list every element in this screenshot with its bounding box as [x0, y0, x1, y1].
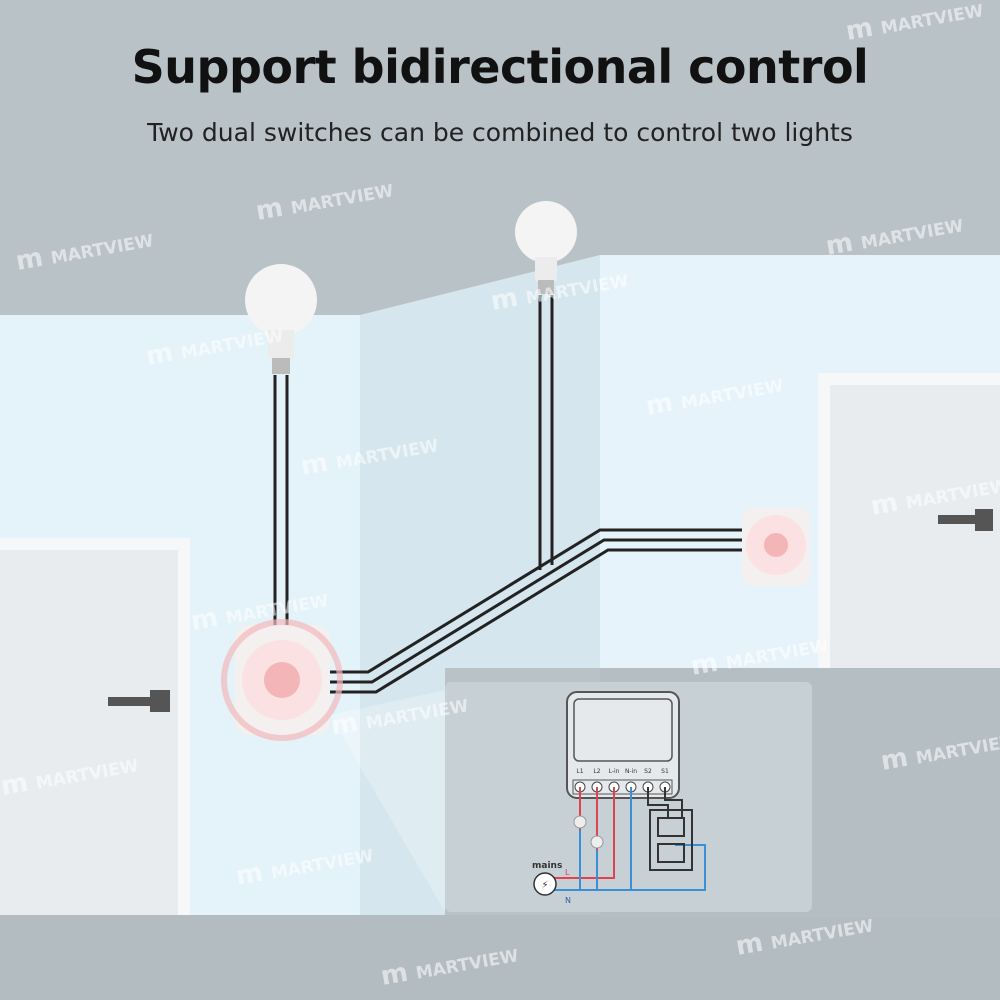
terminal-label: S1: [661, 768, 669, 775]
wiring-diagram: L1 L2 L-in N-in S2 S1 ⚡ mains L N: [445, 682, 812, 912]
terminal-label: L1: [576, 768, 583, 775]
bulb-right-icon: [515, 201, 577, 294]
page-subtitle: Two dual switches can be combined to con…: [147, 118, 853, 147]
terminal-label: S2: [644, 768, 652, 775]
right-door-handle: [938, 515, 993, 524]
neutral-label: N: [565, 896, 571, 905]
terminal-label: L-in: [609, 768, 620, 775]
mains-label: mains: [532, 861, 562, 871]
mains-plug-icon: [533, 872, 557, 896]
live-label: L: [565, 868, 570, 877]
terminal-label: L2: [593, 768, 600, 775]
left-door-handle: [108, 697, 170, 706]
svg-text:⚡: ⚡: [541, 880, 548, 891]
switch-left-icon: [221, 619, 343, 741]
page-title: Support bidirectional control: [131, 40, 869, 94]
left-door: [0, 550, 178, 915]
right-door: [830, 385, 1000, 668]
bulb-left-icon: [245, 264, 317, 374]
switch-right-icon: [742, 508, 810, 586]
floor: [0, 915, 1000, 1000]
terminal-label: N-in: [625, 768, 637, 775]
